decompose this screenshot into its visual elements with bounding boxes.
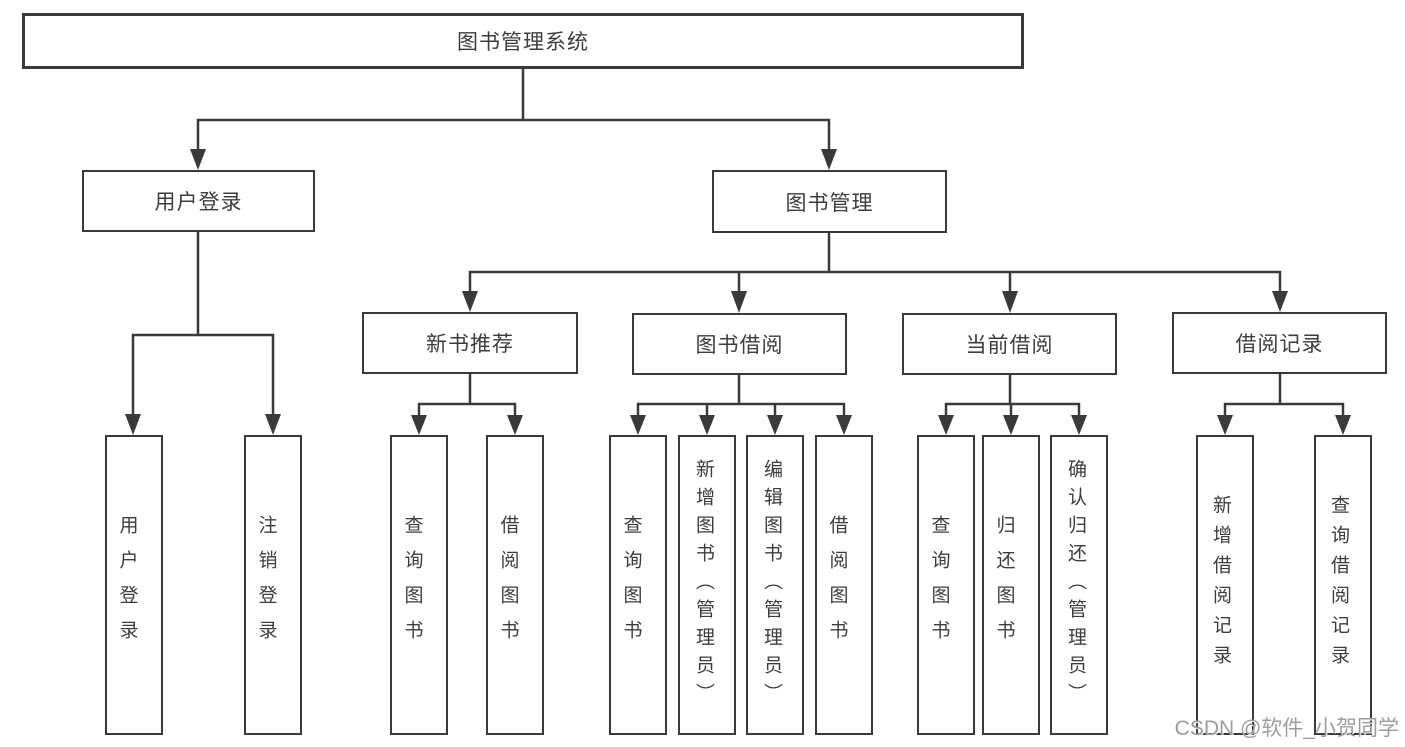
leaf-borrow-edit-books-admin: 编辑图书（管理员） xyxy=(746,435,804,735)
branch-book-management xyxy=(462,233,1288,313)
node-user-login: 用户登录 xyxy=(82,170,315,232)
leaf-logout: 注销登录 xyxy=(244,435,302,735)
branch-new-book-recommend xyxy=(411,374,523,435)
node-new-book-recommend: 新书推荐 xyxy=(362,312,578,374)
leaf-borrow-query-books: 查询图书 xyxy=(609,435,667,735)
leaf-records-query-record: 查询借阅记录 xyxy=(1314,435,1372,735)
branch-borrow-records xyxy=(1217,374,1351,435)
leaf-current-query-books: 查询图书 xyxy=(917,435,975,735)
csdn-watermark: CSDN @软件_小贺同学 xyxy=(1174,717,1399,740)
leaf-records-add-record: 新增借阅记录 xyxy=(1196,435,1254,735)
branch-root-to-level2 xyxy=(190,69,837,170)
leaf-borrow-borrow-books: 借阅图书 xyxy=(815,435,873,735)
leaf-current-return-books: 归还图书 xyxy=(982,435,1040,735)
branch-current-borrow xyxy=(938,375,1087,435)
leaf-newrec-query-books: 查询图书 xyxy=(390,435,448,735)
leaf-current-confirm-return-admin: 确认归还（管理员） xyxy=(1050,435,1108,735)
leaf-borrow-add-books-admin: 新增图书（管理员） xyxy=(678,435,736,735)
node-current-borrow: 当前借阅 xyxy=(902,313,1117,375)
branch-book-borrow xyxy=(630,375,852,435)
node-book-management: 图书管理 xyxy=(712,170,947,233)
node-book-borrow: 图书借阅 xyxy=(632,313,847,375)
leaf-user-login: 用户登录 xyxy=(105,435,163,735)
branch-user-login xyxy=(125,232,281,435)
leaf-newrec-borrow-books: 借阅图书 xyxy=(486,435,544,735)
node-root-library-system: 图书管理系统 xyxy=(22,13,1024,69)
node-borrow-records: 借阅记录 xyxy=(1172,312,1387,374)
